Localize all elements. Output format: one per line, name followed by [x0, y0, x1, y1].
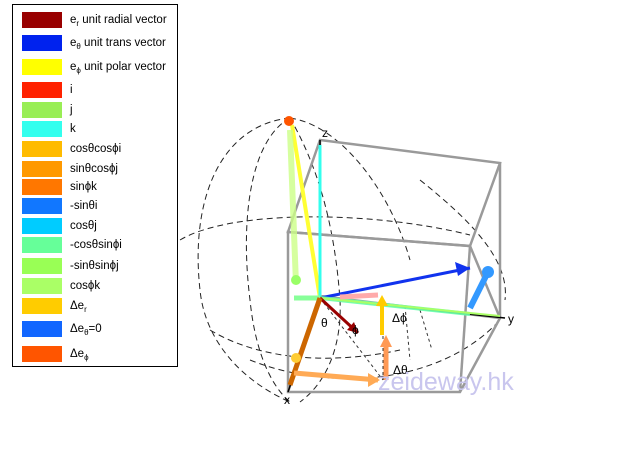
legend-swatch [22, 179, 62, 195]
sin-theta-cos-phi-j [293, 370, 379, 383]
legend-label: i [70, 84, 73, 96]
legend-label: eϕ unit polar vector [70, 61, 166, 75]
legend-swatch [22, 102, 62, 118]
legend-label: eθ unit trans vector [70, 37, 166, 51]
legend-swatch [22, 346, 62, 362]
legend-item: eθ unit trans vector [19, 33, 177, 51]
legend-item: i [19, 80, 177, 98]
delta-vector-small [339, 292, 379, 300]
j-tip [291, 275, 301, 285]
y-axis-label: y [508, 312, 514, 326]
legend-swatch [22, 237, 62, 253]
legend-label: k [70, 123, 76, 135]
legend-label: Δer [70, 300, 87, 314]
legend-label: cosθj [70, 220, 97, 232]
legend-label: cosθcosϕi [70, 143, 122, 155]
legend-item: Δer [19, 296, 177, 314]
cos-phi-k-vector [287, 129, 299, 285]
legend-item: -sinθi [19, 196, 177, 214]
legend-label: sinθcosϕj [70, 163, 118, 175]
d-e-theta-vector [467, 270, 491, 310]
legend-label: Δeθ=0 [70, 323, 102, 337]
legend-swatch [22, 59, 62, 75]
vectors [284, 116, 501, 387]
watermark-text: zeideway.hk [378, 368, 514, 396]
legend-swatch [22, 258, 62, 274]
legend-label: -sinθsinϕj [70, 260, 119, 272]
legend-swatch [22, 218, 62, 234]
legend-swatch [22, 82, 62, 98]
legend-item: cosϕk [19, 276, 177, 294]
legend-item: cosθj [19, 216, 177, 234]
sphere-wireframe [179, 117, 506, 403]
e-theta-vector [319, 266, 471, 300]
legend: er unit radial vector eθ unit trans vecto… [12, 4, 178, 367]
j-vector [319, 297, 501, 317]
phi-label: ϕ [352, 323, 359, 337]
legend-item: Δeθ=0 [19, 319, 177, 337]
delta-theta-label: Δθ [393, 363, 408, 377]
legend-swatch [22, 161, 62, 177]
legend-label: sinϕk [70, 181, 97, 193]
z-axis-label: z [322, 126, 328, 140]
legend-swatch [22, 141, 62, 157]
delta-phi-label: Δϕ [392, 311, 407, 325]
legend-item: Δeϕ [19, 344, 177, 362]
legend-item: sinθcosϕj [19, 159, 177, 177]
d-e-phi-tip [284, 116, 294, 126]
legend-label: -cosθsinϕi [70, 239, 122, 251]
legend-item: sinϕk [19, 177, 177, 195]
legend-item: er unit radial vector [19, 10, 177, 28]
legend-label: Δeϕ [70, 348, 89, 362]
cos-theta-cos-phi-i [287, 297, 323, 386]
legend-item: j [19, 100, 177, 118]
legend-item: k [19, 119, 177, 137]
legend-swatch [22, 298, 62, 314]
legend-swatch [22, 198, 62, 214]
legend-swatch [22, 35, 62, 51]
legend-item: -cosθsinϕi [19, 235, 177, 253]
e-theta-arrowhead [455, 262, 470, 276]
legend-item: eϕ unit polar vector [19, 57, 177, 75]
legend-label: j [70, 104, 73, 116]
legend-label: -sinθi [70, 200, 98, 212]
legend-item: cosθcosϕi [19, 139, 177, 157]
legend-label: er unit radial vector [70, 14, 167, 28]
legend-label: cosϕk [70, 280, 101, 292]
legend-swatch [22, 321, 62, 337]
legend-swatch [22, 278, 62, 294]
legend-swatch [22, 121, 62, 137]
legend-item: -sinθsinϕj [19, 256, 177, 274]
legend-swatch [22, 12, 62, 28]
theta-label: θ [321, 316, 328, 330]
e-phi-vector [290, 124, 322, 299]
x-axis-label: x [284, 393, 290, 407]
